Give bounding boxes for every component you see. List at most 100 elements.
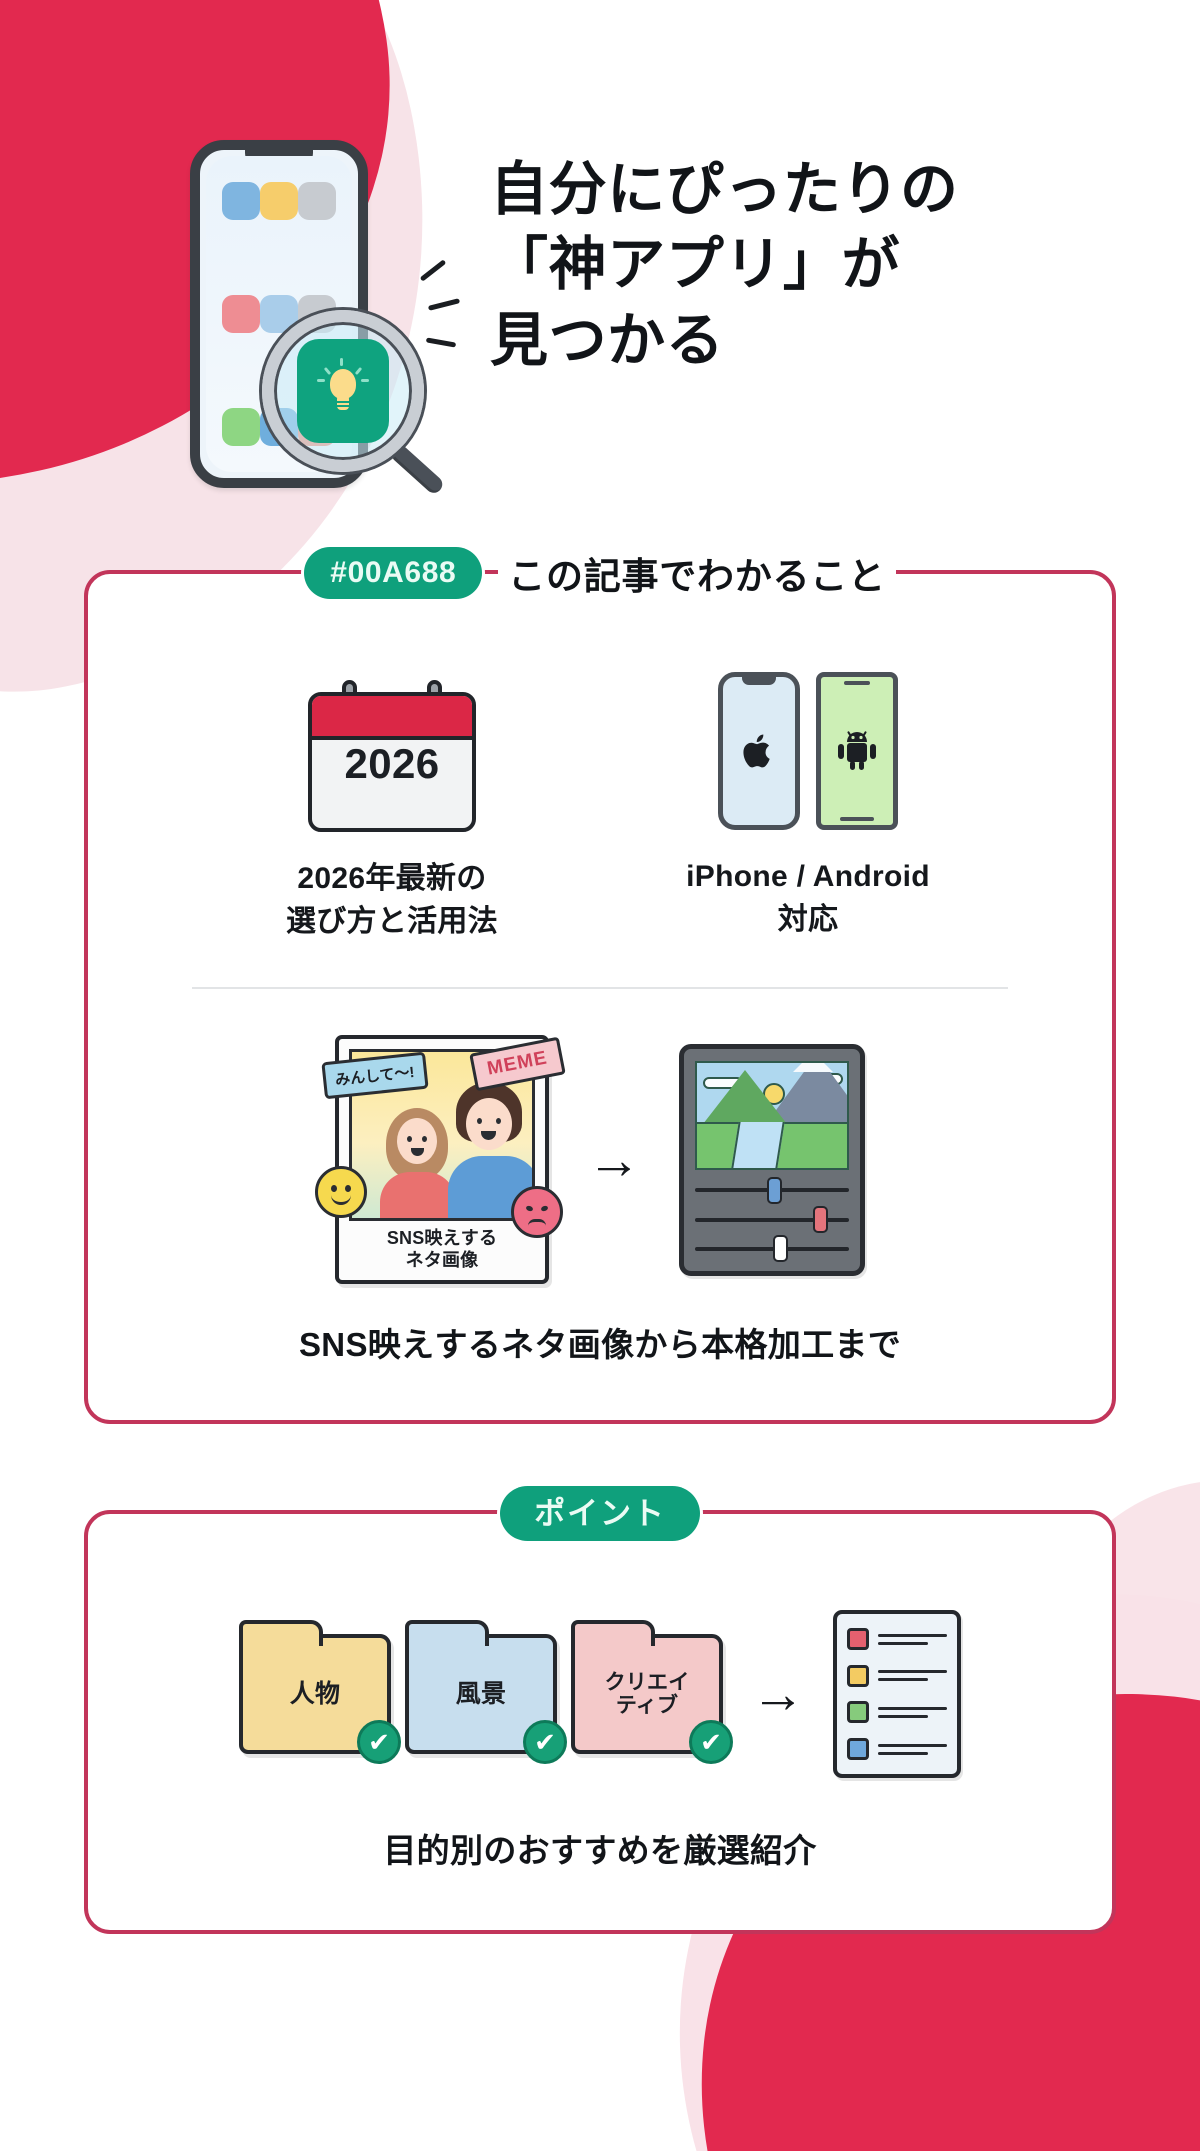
list-line — [878, 1743, 947, 1747]
android-icon — [838, 731, 876, 770]
card1-header: #00A688 この記事でわかること — [88, 546, 1112, 600]
card-points: ポイント 人物 ✔ 風景 ✔ クリエイ — [84, 1486, 1116, 1935]
list-item — [847, 1701, 947, 1724]
tablet-photo-editor-icon — [679, 1043, 865, 1276]
folder-label: 人物 — [290, 1680, 341, 1708]
feature-devices: iPhone / Android 対応 — [643, 666, 973, 941]
app-row-top — [222, 182, 336, 220]
list-line — [878, 1678, 928, 1682]
list-lines — [878, 1670, 947, 1682]
list-lines — [878, 1743, 947, 1755]
list-line — [878, 1714, 928, 1718]
list-line — [878, 1751, 928, 1755]
person-female-body — [380, 1172, 456, 1219]
hero-section: 自分にぴったりの 「神アプリ」が 見つかる — [0, 0, 1200, 540]
caption-line-1: 2026年最新の — [297, 862, 487, 895]
tablet-photo-preview — [695, 1060, 849, 1171]
feature-devices-caption: iPhone / Android 対応 — [686, 856, 930, 941]
folder-label-line-1: 風景 — [455, 1680, 507, 1709]
app-tile — [222, 182, 260, 220]
folder-label-line-2: ティブ — [615, 1694, 679, 1718]
iphone-icon — [718, 672, 800, 830]
river-shape — [731, 1122, 785, 1169]
calendar-header-bar — [312, 696, 472, 740]
editor-slider-2[interactable] — [695, 1206, 849, 1234]
page-title-line-2: 「神アプリ」が — [490, 232, 901, 298]
highlighted-app-tile — [297, 339, 389, 443]
editor-slider-3[interactable] — [695, 1235, 849, 1263]
card2-badge: ポイント — [500, 1486, 700, 1542]
app-tile — [222, 408, 260, 446]
polaroid-photo-icon: SNS映えする ネタ画像 みんして〜! MEME — [315, 1035, 566, 1285]
polaroid-caption-line-2: ネタ画像 — [405, 1250, 479, 1271]
card1-badge: #00A688 — [304, 547, 483, 599]
sparkle-icon — [427, 298, 461, 311]
polaroid-caption-line-1: SNS映えする — [386, 1228, 498, 1249]
caption-line-2: 選び方と活用法 — [285, 904, 499, 938]
polaroid-caption: SNS映えする ネタ画像 — [349, 1228, 535, 1272]
folder-label-line-1: クリエイ — [604, 1670, 690, 1694]
card1-bottom-caption: SNS映えするネタ画像から本格加工まで — [298, 1326, 902, 1364]
slider-knob[interactable] — [813, 1206, 828, 1234]
mountain-small — [703, 1070, 787, 1125]
caption-line-1: iPhone / Android — [686, 860, 930, 893]
list-line — [878, 1670, 947, 1674]
list-lines — [878, 1706, 947, 1718]
list-swatch — [847, 1628, 869, 1651]
angry-face-sticker-icon — [511, 1186, 563, 1239]
sparkle-icon — [425, 337, 457, 348]
folder-label: クリエイ ティブ — [605, 1671, 690, 1718]
check-badge-icon: ✔ — [523, 1720, 567, 1765]
card2-bottom-caption: 目的別のおすすめを厳選紹介 — [383, 1832, 817, 1870]
card2-header: ポイント — [88, 1486, 1112, 1542]
hero-illustration — [190, 140, 461, 497]
app-tile — [260, 182, 298, 220]
list-line — [878, 1633, 947, 1637]
editor-slider-1[interactable] — [695, 1176, 849, 1204]
sparkle-icon — [419, 259, 447, 282]
card1-flow-row: SNS映えする ネタ画像 みんして〜! MEME — [132, 1035, 1068, 1285]
list-line — [878, 1706, 947, 1710]
folder-landscape[interactable]: 風景 ✔ — [405, 1620, 567, 1765]
list-line — [878, 1641, 928, 1645]
page-title-line-1: 自分にぴったりの — [490, 157, 959, 222]
checklist-document-icon — [833, 1610, 961, 1779]
smiley-sticker-icon — [315, 1166, 367, 1219]
card1-divider — [192, 987, 1008, 990]
list-item — [847, 1664, 947, 1687]
list-item — [847, 1738, 947, 1761]
card1-top-row: 2026 2026年最新の 選び方と活用法 — [132, 666, 1068, 943]
app-tile — [222, 295, 260, 333]
page-title-line-3: 見つかる — [490, 307, 725, 373]
list-swatch — [847, 1664, 869, 1687]
mountain-snowcap — [793, 1062, 833, 1073]
feature-calendar: 2026 2026年最新の 選び方と活用法 — [227, 666, 557, 943]
folder-people[interactable]: 人物 ✔ — [239, 1620, 401, 1765]
lightbulb-icon — [317, 358, 369, 415]
check-badge-icon: ✔ — [357, 1720, 401, 1765]
caption-line-2: 対応 — [777, 902, 839, 936]
list-item — [847, 1628, 947, 1651]
person-female-face — [397, 1118, 437, 1165]
card-article-summary: #00A688 この記事でわかること 2026 2026年最新の — [84, 546, 1116, 1425]
page-title: 自分にぴったりの 「神アプリ」が 見つかる — [490, 140, 959, 378]
flow-arrow-icon: → — [751, 1664, 805, 1725]
devices-icon-group — [718, 672, 898, 830]
slider-knob[interactable] — [767, 1176, 782, 1204]
magnifier-icon — [262, 310, 446, 497]
slider-knob[interactable] — [773, 1235, 788, 1263]
apple-icon — [743, 734, 770, 768]
android-phone-icon — [816, 672, 898, 830]
folder-label: 風景 — [456, 1680, 507, 1708]
card2-folders-row: 人物 ✔ 風景 ✔ クリエイ ティブ ✔ → — [132, 1610, 1068, 1779]
person-male-face — [466, 1098, 512, 1151]
meme-sticker-label: MEME — [469, 1036, 566, 1092]
folder-label-line-1: 人物 — [289, 1680, 341, 1709]
folder-creative[interactable]: クリエイ ティブ ✔ — [571, 1620, 733, 1765]
list-swatch — [847, 1701, 869, 1724]
app-tile — [298, 182, 336, 220]
slider-track — [695, 1217, 849, 1222]
smartphone-icon — [190, 140, 461, 497]
flow-arrow-icon: → — [587, 1129, 641, 1190]
